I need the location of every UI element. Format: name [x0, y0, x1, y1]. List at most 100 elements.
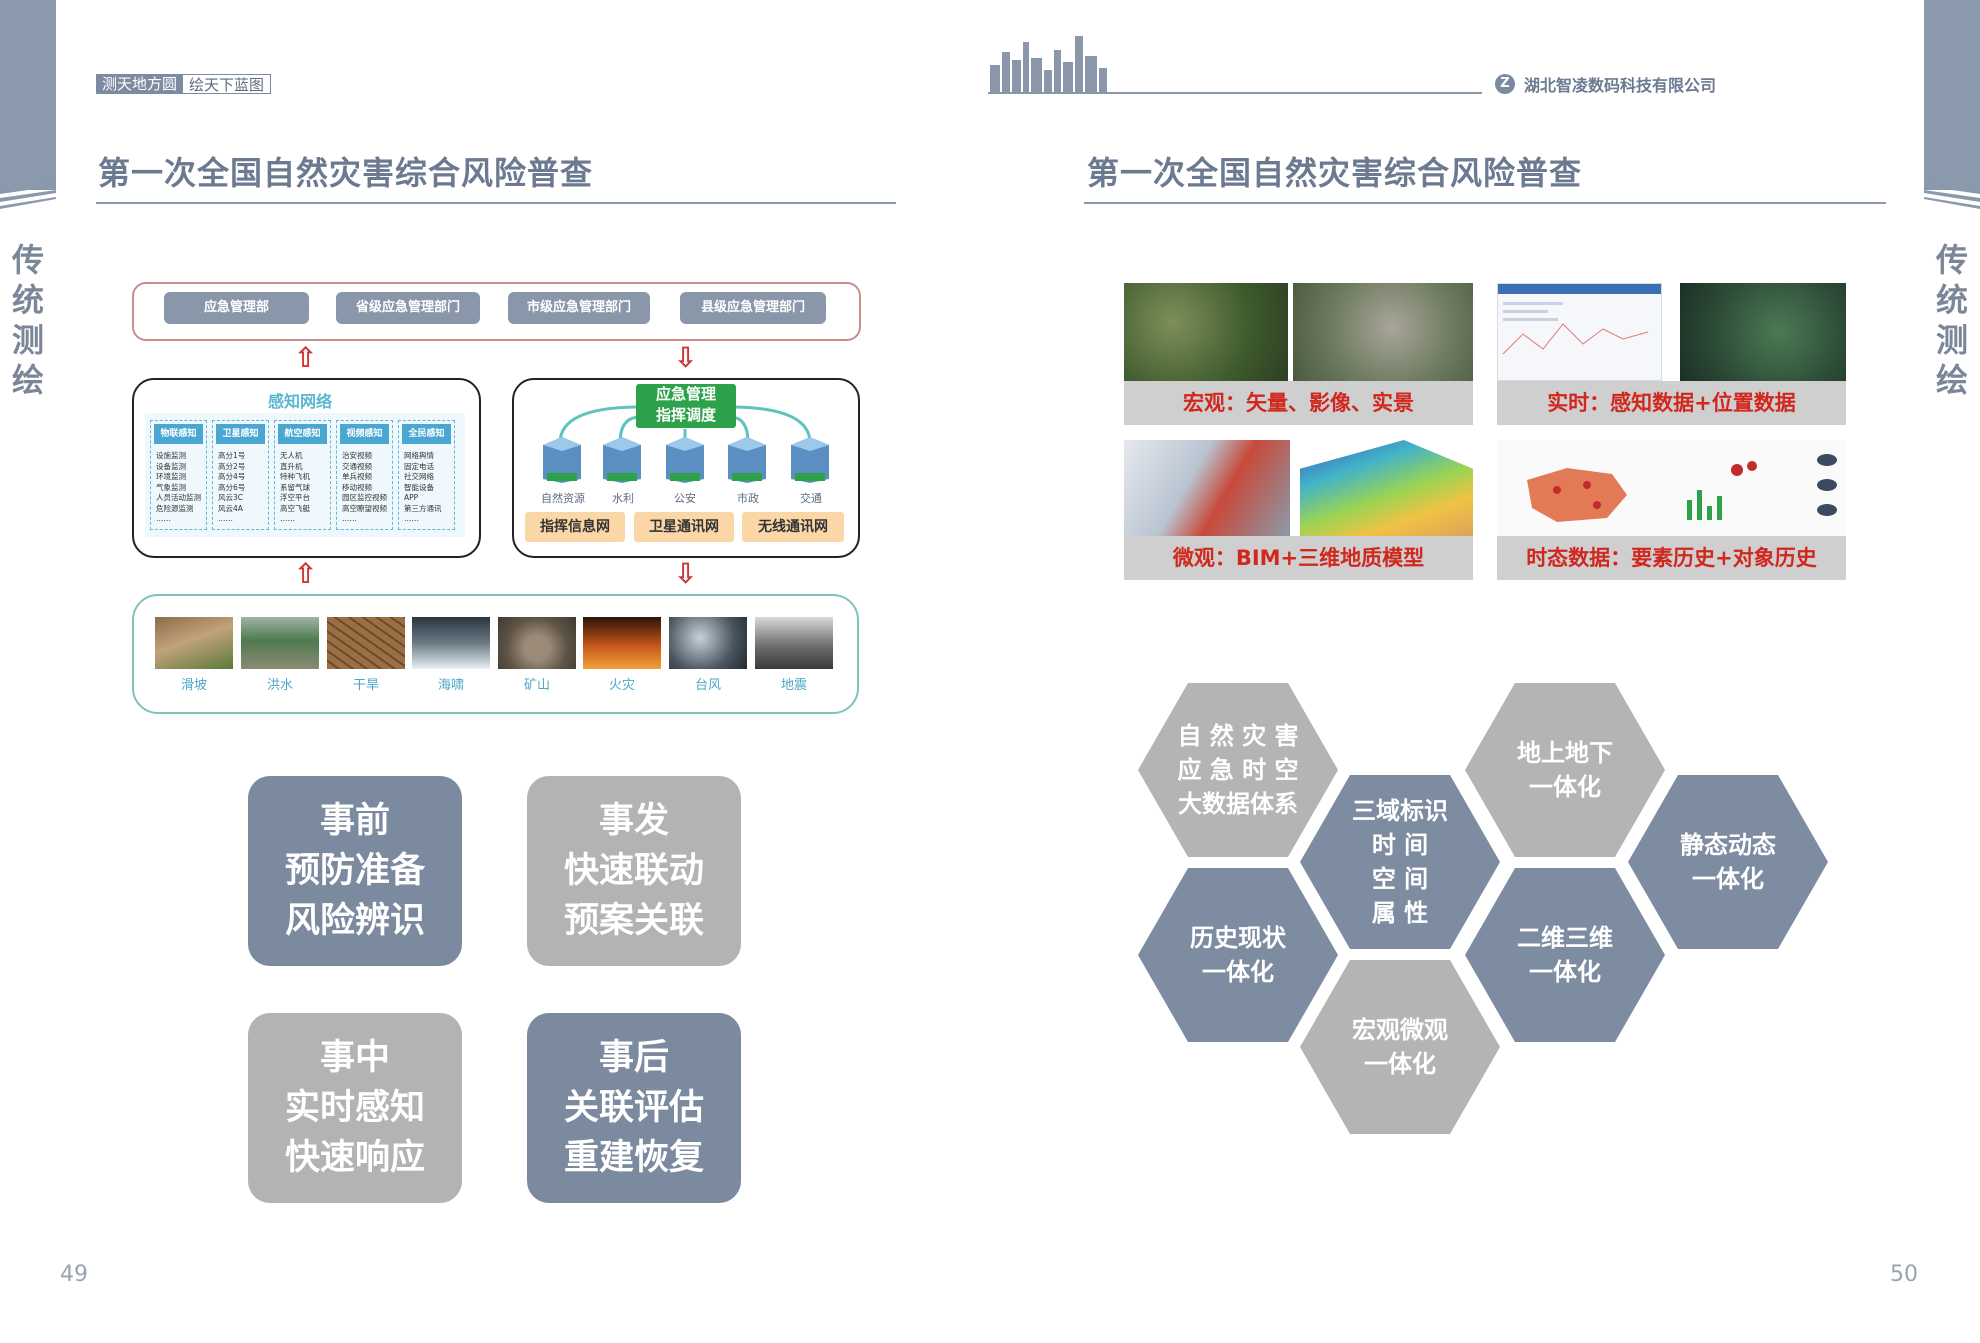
landslide-image: [155, 617, 233, 669]
dept-province: 省级应急管理部门: [336, 292, 480, 324]
phase-heading: 事中: [319, 1038, 390, 1078]
phase-line: 预防准备: [284, 851, 425, 891]
sensing-column-items: 高分1号 高分2号 高分4号 高分6号 风云3C 风云4A ……: [218, 451, 246, 523]
sensing-column-items: 无人机 直升机 特种飞机 系留气球 浮空平台 高空飞艇 ……: [280, 451, 310, 523]
disaster-label: 干旱: [352, 678, 379, 693]
building-icon: [728, 437, 766, 483]
side-tab-stripes: [1924, 182, 1980, 209]
side-char: 测: [11, 321, 44, 359]
side-text-left: 传 统 测 绘: [0, 240, 56, 400]
building-icon: [791, 437, 829, 483]
page-number-left: 49: [60, 1262, 88, 1287]
sensing-column-items: 网络舆情 固定电话 社交网络 智能设备 APP 第三方通讯 ……: [404, 451, 442, 523]
hex-line: 应 急 时 空: [1177, 756, 1299, 784]
arrow-up-icon: ⇧: [294, 341, 318, 374]
hex-history-present: 历史现状 一体化: [1138, 868, 1338, 1042]
side-char: 统: [1935, 281, 1968, 319]
hex-line: 一体化: [1529, 958, 1601, 986]
sensing-column: 全民感知 网络舆情 固定电话 社交网络 智能设备 APP 第三方通讯 ……: [398, 420, 455, 530]
geology-3d-image: [1300, 440, 1473, 536]
side-char: 绘: [11, 361, 44, 399]
side-tab-stripes: [0, 182, 56, 209]
phase-line: 风险辨识: [284, 901, 425, 941]
right-title-underline: [1084, 202, 1886, 204]
sensing-column-head: 物联感知: [154, 424, 203, 444]
caption-temporal: 时态数据：要素历史+对象历史: [1497, 536, 1846, 580]
left-side-tab: 传 统 测 绘: [0, 0, 56, 1343]
building-icon: [543, 437, 581, 483]
side-char: 测: [1935, 321, 1968, 359]
disasters-panel: [132, 594, 859, 714]
dashboard-header-bar: [1498, 284, 1661, 294]
header-tag-left: 测天地方圆: [96, 74, 184, 94]
hex-line: 自 然 灾 害: [1177, 722, 1299, 750]
dept-label: 公安: [674, 492, 696, 505]
caption-realtime: 实时：感知数据+位置数据: [1497, 381, 1846, 425]
hex-line: 一体化: [1202, 958, 1274, 986]
hex-disaster-bigdata: 自 然 灾 害 应 急 时 空 大数据体系: [1138, 683, 1338, 857]
dept-city: 市级应急管理部门: [508, 292, 650, 324]
network-command: 指挥信息网: [525, 512, 625, 542]
sensing-column: 物联感知 设施监测 设备监测 环境监测 气象监测 人员活动监测 危险源监测 ……: [150, 420, 207, 530]
phase-card-after: 事后 关联评估 重建恢复: [527, 1013, 741, 1203]
fire-image: [583, 617, 661, 669]
dept-label: 水利: [612, 492, 634, 505]
dept-label: 交通: [800, 492, 822, 505]
tsunami-image: [412, 617, 490, 669]
dept-ministry: 应急管理部: [164, 292, 309, 324]
header-tag: 测天地方圆 绘天下蓝图: [96, 74, 272, 94]
dashboard-chart-icon: [1502, 302, 1649, 355]
sensing-column: 卫星感知 高分1号 高分2号 高分4号 高分6号 风云3C 风云4A ……: [212, 420, 269, 530]
command-center: 应急管理 指挥调度: [636, 384, 736, 428]
temporal-map-icon: [1527, 454, 1837, 522]
departments-frame: [132, 282, 861, 341]
side-char: 绘: [1935, 361, 1968, 399]
right-side-tab: 传 统 测 绘: [1924, 0, 1980, 1343]
arrow-down-icon: ⇩: [674, 557, 698, 590]
hex-line: 时 间: [1371, 831, 1429, 859]
hex-line: 空 间: [1371, 865, 1429, 893]
caption-micro: 微观：BIM+三维地质模型: [1124, 536, 1473, 580]
sensing-column-items: 设施监测 设备监测 环境监测 气象监测 人员活动监测 危险源监测 ……: [156, 451, 201, 523]
command-title-line1: 应急管理: [655, 385, 716, 403]
skyline-logo: [988, 36, 1482, 94]
phase-line: 重建恢复: [563, 1138, 704, 1178]
sensing-column: 航空感知 无人机 直升机 特种飞机 系留气球 浮空平台 高空飞艇 ……: [274, 420, 331, 530]
dept-county: 县级应急管理部门: [680, 292, 826, 324]
sensing-column: 视频感知 治安视频 交通视频 单兵视频 移动视频 园区监控视频 高空瞭望视频 ……: [336, 420, 393, 530]
hex-line: 地上地下: [1517, 739, 1613, 767]
hex-line: 一体化: [1529, 773, 1601, 801]
sensing-column-head: 航空感知: [278, 424, 327, 444]
flood-image: [241, 617, 319, 669]
disaster-label: 滑坡: [180, 678, 207, 693]
sensing-title: 感知网络: [268, 392, 333, 411]
side-char: 传: [11, 241, 44, 279]
phase-line: 实时感知: [284, 1088, 425, 1128]
sensing-column-head: 卫星感知: [216, 424, 265, 444]
disaster-label: 洪水: [266, 678, 293, 693]
typhoon-image: [669, 617, 747, 669]
aerial-3d-image: [1293, 283, 1473, 381]
page-number-right: 50: [1890, 1262, 1918, 1287]
bim-model-image: [1124, 440, 1290, 536]
phase-card-before: 事前 预防准备 风险辨识: [248, 776, 462, 966]
hex-line: 宏观微观: [1352, 1016, 1448, 1044]
network-wireless: 无线通讯网: [742, 512, 844, 542]
phase-line: 快速响应: [284, 1138, 425, 1178]
hex-line: 一体化: [1364, 1050, 1436, 1078]
side-char: 统: [11, 281, 44, 319]
phase-line: 关联评估: [563, 1088, 704, 1128]
left-title-underline: [96, 202, 896, 204]
disaster-label: 地震: [780, 678, 807, 693]
mine-image: [498, 617, 576, 669]
hex-line: 属 性: [1371, 899, 1429, 927]
hex-macro-micro: 宏观微观 一体化: [1300, 960, 1500, 1134]
command-title-line2: 指挥调度: [655, 406, 716, 424]
hex-line: 静态动态: [1680, 831, 1776, 859]
location-map-image: [1680, 283, 1846, 381]
hex-line: 历史现状: [1190, 924, 1286, 952]
dept-label: 市政: [737, 492, 759, 505]
header-tag-right: 绘天下蓝图: [183, 74, 272, 94]
hex-three-domain: 三域标识 时 间 空 间 属 性: [1300, 775, 1500, 949]
phase-card-onset: 事发 快速联动 预案关联: [527, 776, 741, 966]
